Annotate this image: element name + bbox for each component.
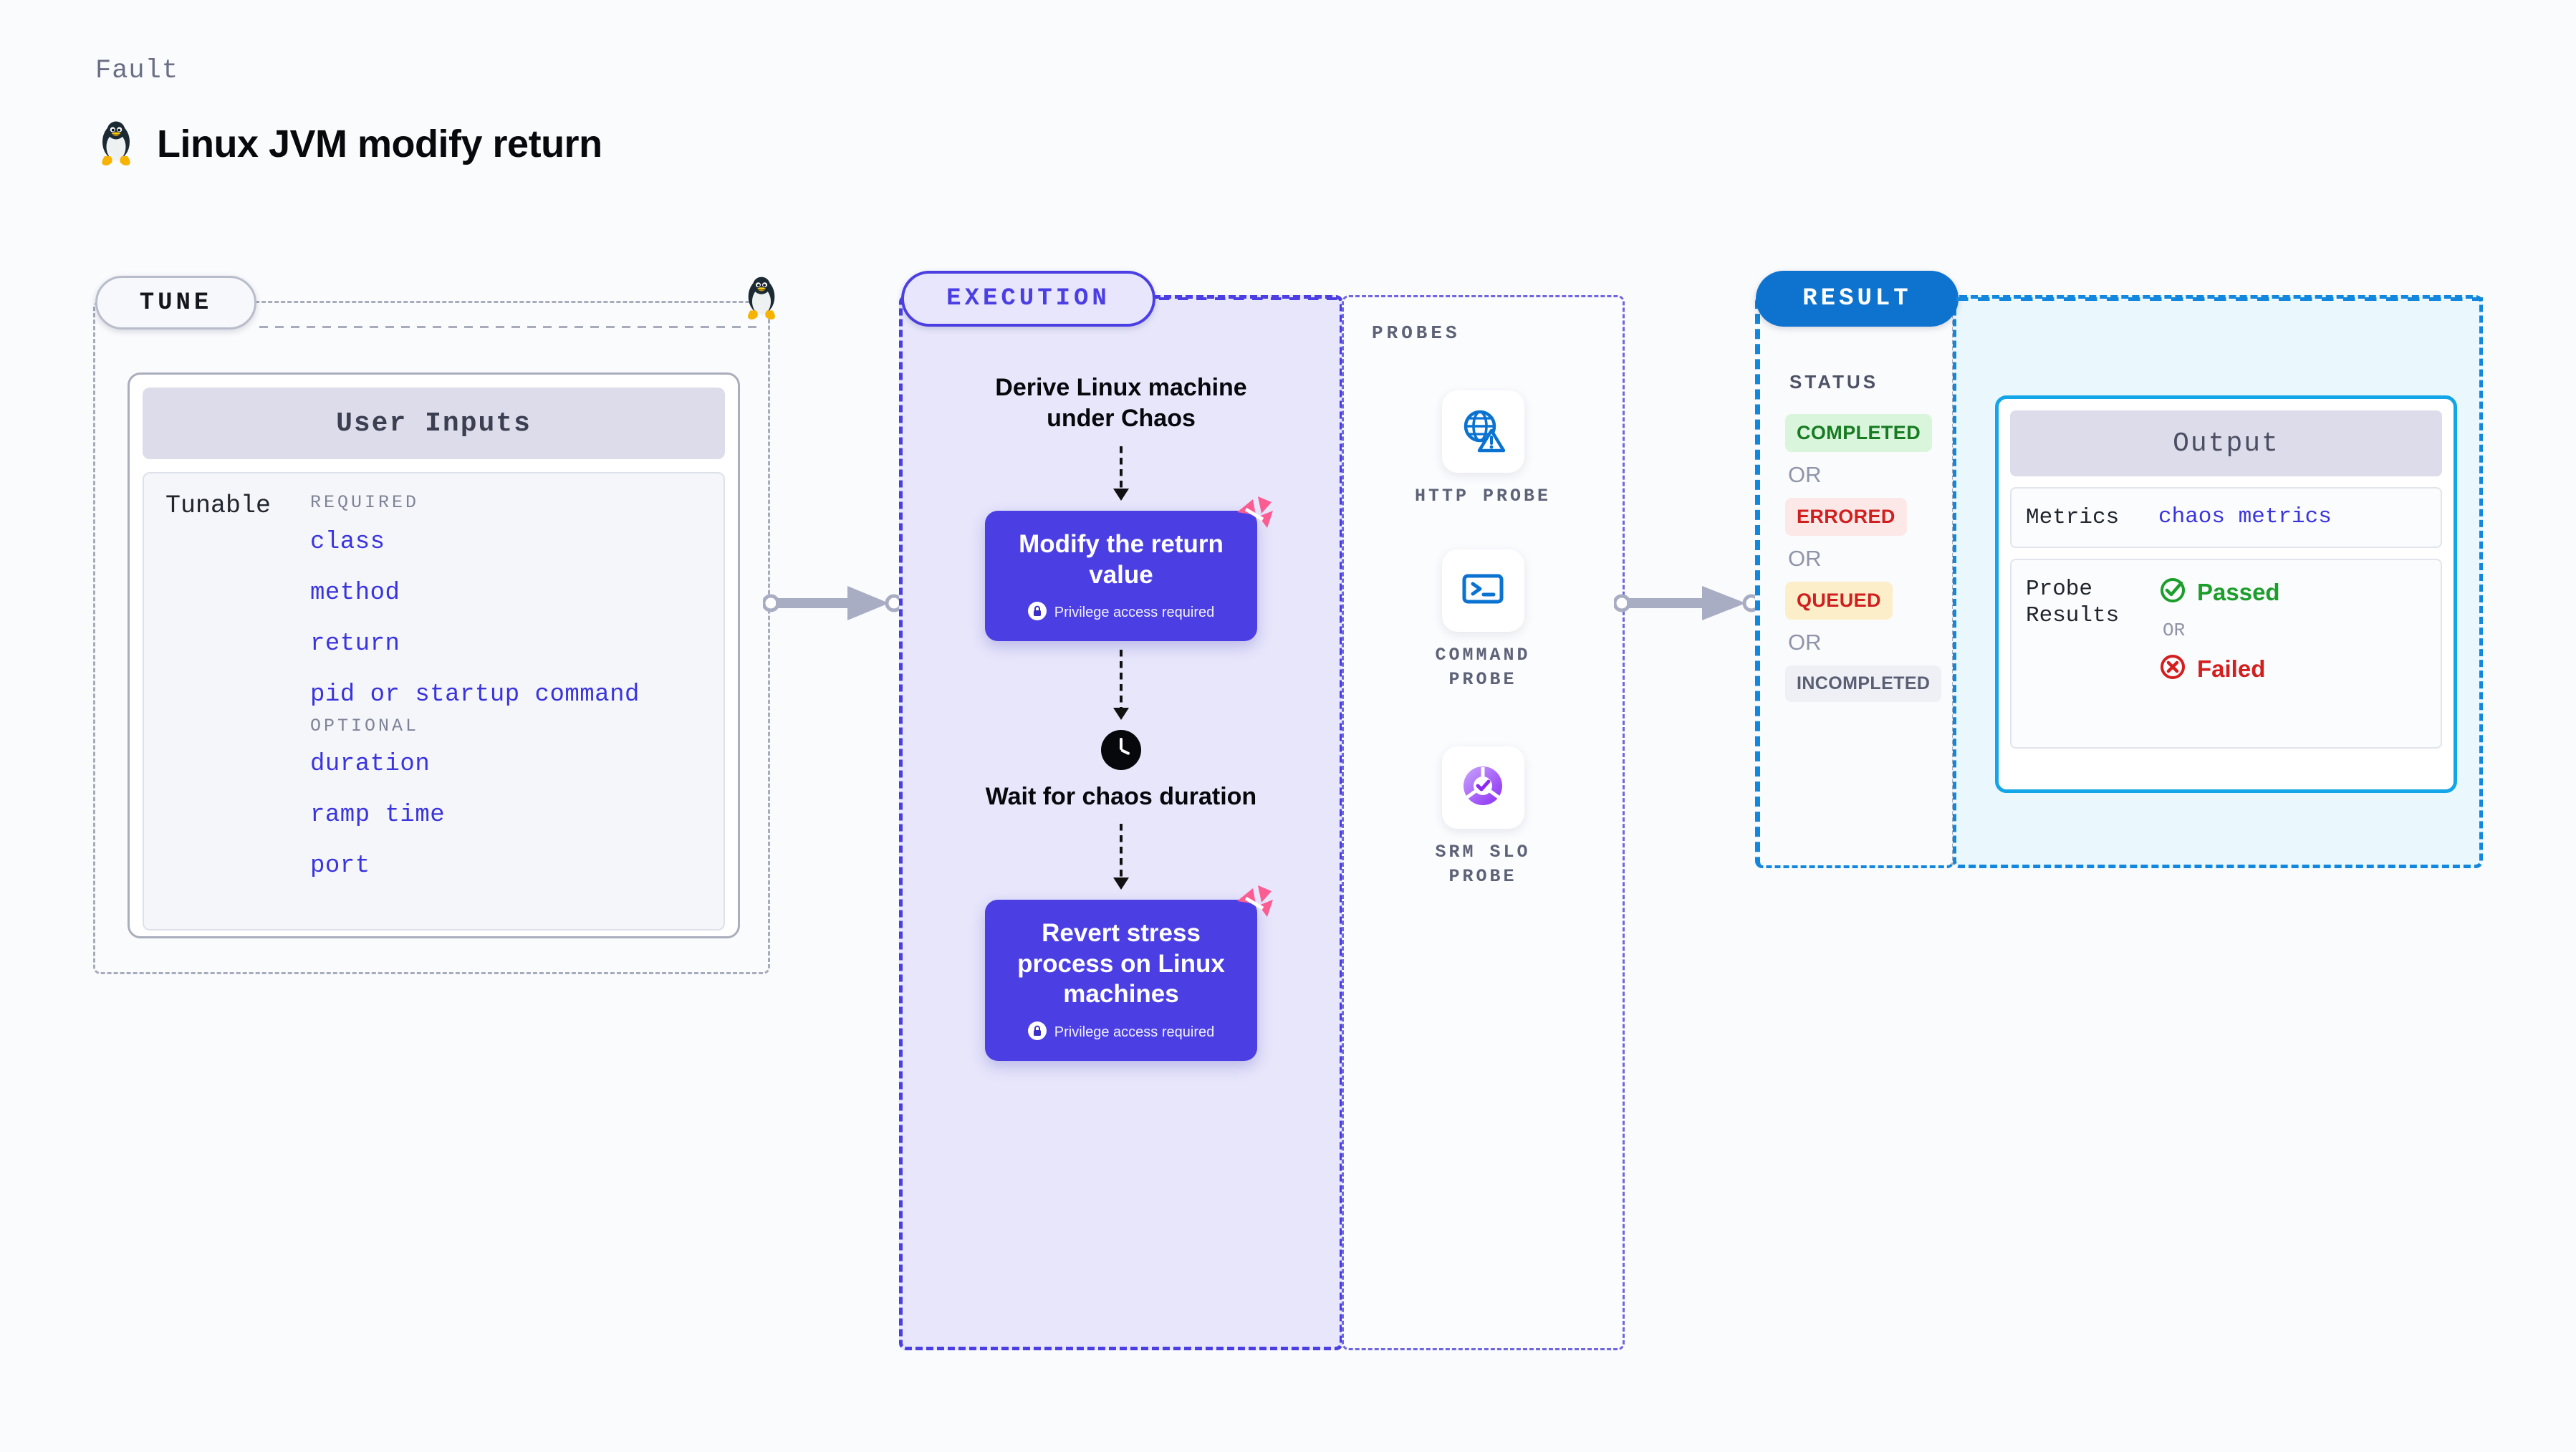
terminal-icon (1458, 564, 1508, 617)
connector-probes-to-result (1613, 582, 1764, 628)
probe-srm-slo-label: SRM SLO PROBE (1435, 842, 1531, 887)
result-badge[interactable]: RESULT (1756, 271, 1959, 327)
tunable-group-required-label: REQUIRED (310, 492, 420, 513)
flow-arrow-1 (1120, 446, 1123, 499)
status-badge-queued: QUEUED (1785, 582, 1893, 620)
tunable-item-class[interactable]: class (310, 529, 385, 556)
output-probe-results-values: Passed OR Failed (2158, 576, 2280, 685)
litmus-logo-icon (1234, 495, 1276, 539)
tune-region (93, 301, 770, 974)
probe-result-failed: Failed (2158, 653, 2280, 685)
output-probe-results-row: Probe Results Passed OR (2010, 559, 2442, 749)
output-card: Output Metrics chaos metrics Probe Resul… (1995, 395, 2457, 793)
output-metrics-row: Metrics chaos metrics (2010, 487, 2442, 549)
tune-top-dashed-line (259, 326, 761, 328)
page-title-row: Linux JVM modify return (95, 120, 602, 168)
output-title: Output (2010, 410, 2442, 476)
probes-title: PROBES (1372, 322, 1461, 344)
output-metrics-value[interactable]: chaos metrics (2158, 504, 2332, 529)
tunable-item-ramp-time[interactable]: ramp time (310, 802, 446, 829)
status-badge-errored: ERRORED (1785, 498, 1907, 536)
execution-top-dashed-line (1159, 297, 1344, 300)
tune-badge[interactable]: TUNE (95, 276, 256, 330)
x-circle-icon (2158, 653, 2187, 685)
flow-arrow-3 (1120, 823, 1123, 888)
execution-step-wait-label: Wait for chaos duration (985, 783, 1257, 811)
probe-result-failed-label: Failed (2197, 655, 2266, 682)
execution-card-revert-stress[interactable]: Revert stress process on Linux machines … (985, 885, 1273, 1061)
check-circle-icon (2158, 576, 2187, 608)
lock-icon (1027, 1021, 1047, 1044)
tux-penguin-icon (95, 120, 137, 168)
connector-tune-to-execution (761, 582, 906, 628)
status-badge-completed: COMPLETED (1785, 414, 1933, 452)
execution-flow: Derive Linux machine under Chaos Modify … (899, 372, 1343, 1061)
probe-http[interactable]: HTTP PROBE (1411, 390, 1554, 509)
probe-result-passed: Passed (2158, 576, 2280, 608)
status-or-1: OR (1788, 462, 1822, 487)
execution-card-modify-return[interactable]: Modify the return value Privilege access… (985, 496, 1273, 642)
status-or-3: OR (1788, 630, 1822, 655)
tunable-box: Tunable REQUIRED class method return pid… (143, 472, 725, 931)
status-badge-incompleted: INCOMPLETED (1785, 665, 1942, 702)
slo-donut-check-icon (1457, 760, 1509, 815)
probe-result-or: OR (2163, 620, 2186, 642)
tunable-list: REQUIRED class method return pid or star… (310, 492, 724, 929)
execution-badge[interactable]: EXECUTION (901, 271, 1155, 327)
user-inputs-title: User Inputs (143, 388, 725, 459)
privilege-label-2: Privilege access required (1054, 1024, 1215, 1040)
status-title: STATUS (1789, 371, 1879, 393)
user-inputs-card: User Inputs Tunable REQUIRED class metho… (128, 372, 740, 938)
tunable-group-optional-label: OPTIONAL (310, 716, 420, 736)
execution-card-revert-stress-title: Revert stress process on Linux machines (1017, 918, 1225, 1009)
probe-srm-slo[interactable]: SRM SLO PROBE (1411, 746, 1554, 889)
clock-icon (1101, 730, 1141, 771)
output-probe-results-key: Probe Results (2026, 577, 2120, 629)
tunable-item-port[interactable]: port (310, 852, 370, 880)
page-eyebrow: Fault (95, 56, 179, 86)
probe-result-passed-label: Passed (2197, 578, 2280, 605)
globe-warning-icon (1458, 405, 1508, 458)
probe-http-label: HTTP PROBE (1414, 486, 1552, 506)
probe-srm-slo-tile (1441, 746, 1524, 829)
litmus-logo-icon (1234, 884, 1276, 928)
flow-arrow-2 (1120, 650, 1123, 719)
result-top-dashed-line (1956, 297, 2483, 301)
execution-step-derive-label: Derive Linux machine under Chaos (995, 374, 1247, 432)
status-list: COMPLETED OR ERRORED OR QUEUED OR INCOMP… (1785, 414, 1943, 702)
tunable-item-return[interactable]: return (310, 630, 400, 658)
privilege-label-1: Privilege access required (1054, 605, 1215, 621)
tunable-item-method[interactable]: method (310, 580, 400, 607)
lock-icon (1027, 602, 1047, 624)
privilege-row-1: Privilege access required (1001, 602, 1241, 624)
output-metrics-key: Metrics (2026, 505, 2120, 530)
tunable-item-duration[interactable]: duration (310, 751, 431, 778)
tunable-item-pid-or-startup-command[interactable]: pid or startup command (310, 681, 640, 708)
probe-command-label: COMMAND PROBE (1435, 645, 1531, 690)
status-or-2: OR (1788, 546, 1822, 571)
wait-step (899, 730, 1343, 771)
tunable-label: Tunable (165, 491, 271, 520)
tune-edge-tux-icon (741, 276, 782, 325)
probe-http-tile (1441, 390, 1524, 473)
execution-card-modify-return-title: Modify the return value (1019, 530, 1224, 589)
probe-command-tile (1441, 549, 1524, 632)
page-title: Linux JVM modify return (157, 122, 602, 165)
probe-command[interactable]: COMMAND PROBE (1411, 549, 1554, 692)
privilege-row-2: Privilege access required (1001, 1021, 1241, 1044)
